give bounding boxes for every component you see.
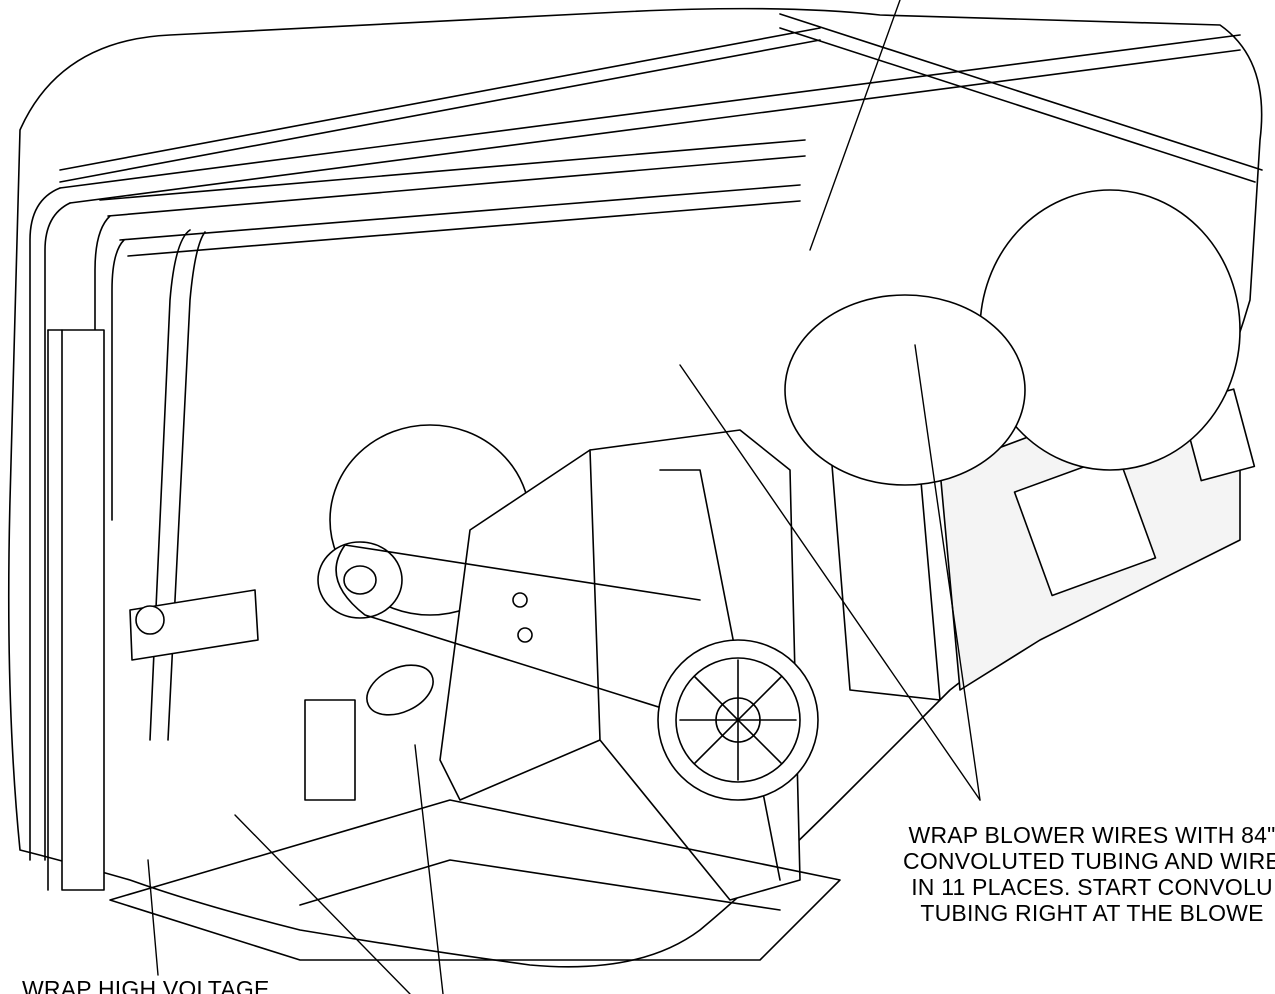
left-post — [61, 329, 105, 891]
callout-blower-line-3: IN 11 PLACES. START CONVOLU — [911, 874, 1273, 900]
callout-blower-line-1: WRAP BLOWER WIRES WITH 84" — [908, 822, 1275, 848]
callout-blower-line-4: TUBING RIGHT AT THE BLOWE — [920, 900, 1264, 926]
capacitor-bracket — [304, 699, 356, 801]
base-tray — [109, 799, 841, 961]
tube-lower-2 — [107, 155, 806, 217]
blower-housing — [784, 294, 1026, 486]
leader-bottom-2 — [414, 744, 444, 994]
callout-blower-wires: WRAP BLOWER WIRES WITH 84" CONVOLUTED TU… — [832, 822, 1275, 926]
tube-upper-1 — [59, 34, 1241, 189]
callout-hv-line-1: WRAP HIGH VOLTAGE — [22, 976, 270, 994]
leader-hv — [147, 859, 159, 976]
diagonal-frame-rail — [779, 13, 1263, 171]
relay-module — [1013, 453, 1157, 597]
tube-drop-2 — [111, 239, 125, 521]
capacitor — [366, 664, 434, 716]
leader-blower-1 — [679, 364, 981, 801]
tube-drop-3 — [149, 229, 191, 741]
leader-bottom-1 — [234, 814, 411, 994]
cutaway-boundary — [7, 7, 1263, 968]
tube-lower-3 — [119, 184, 801, 241]
leader-top — [809, 0, 901, 251]
drive-belt — [335, 544, 701, 721]
callout-high-voltage: WRAP HIGH VOLTAGE — [22, 976, 270, 994]
tube-drop-1 — [94, 215, 111, 521]
top-rail-1 — [59, 27, 821, 171]
diagonal-frame-rail-2 — [779, 27, 1256, 183]
blower-wheel-rear — [979, 189, 1241, 471]
leader-blower-2 — [914, 344, 981, 801]
tube-bend-left-2 — [44, 202, 71, 861]
tube-drop-4 — [167, 231, 206, 741]
top-rail-2 — [59, 39, 821, 183]
tube-upper-2 — [69, 49, 1241, 204]
callout-blower-line-2: CONVOLUTED TUBING AND WIRE — [903, 848, 1275, 874]
tube-lower-4 — [127, 200, 801, 257]
left-bracket — [129, 589, 259, 661]
tube-bend-left — [29, 187, 61, 861]
tube-lower-1 — [99, 139, 806, 201]
